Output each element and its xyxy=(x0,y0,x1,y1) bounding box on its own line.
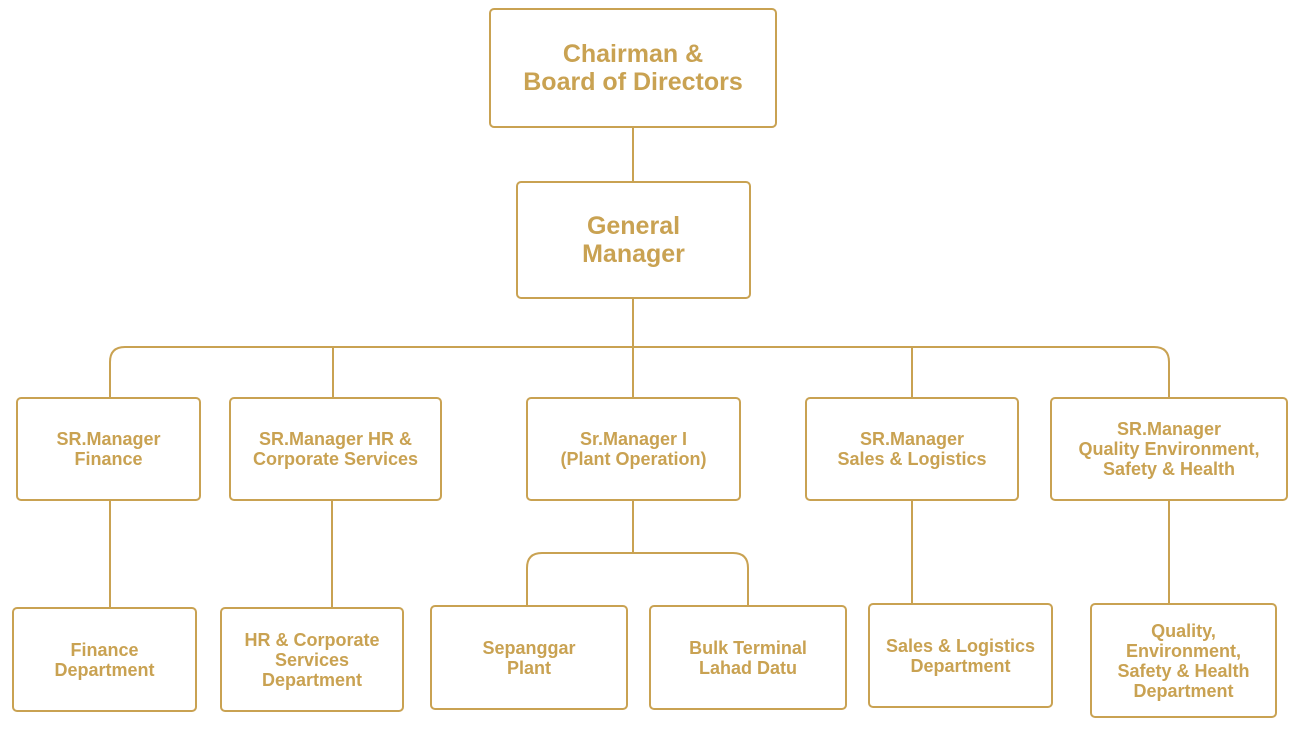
node-label-line: Manager xyxy=(582,240,685,268)
sr-manager-hr-label: SR.Manager HR &Corporate Services xyxy=(253,429,418,469)
node-label-line: (Plant Operation) xyxy=(560,449,707,469)
node-label-line: Sales & Logistics xyxy=(885,635,1036,656)
node-label-line: SR.Manager xyxy=(859,429,965,449)
connector-plant-split xyxy=(526,552,749,605)
sr-manager-plant-box: Sr.Manager I(Plant Operation) xyxy=(526,397,741,501)
node-label-line: Safety & Health xyxy=(1117,660,1250,681)
node-label-line: Department xyxy=(1133,680,1234,701)
node-label-line: SR.Manager HR & xyxy=(258,429,412,449)
chairman-board-box: Chairman &Board of Directors xyxy=(489,8,777,128)
node-label-line: Safety & Health xyxy=(1102,459,1236,479)
node-label-line: HR & Corporate xyxy=(244,629,380,650)
node-label-line: Quality Environment, xyxy=(1078,439,1260,459)
node-label-line: Chairman & xyxy=(562,40,704,68)
node-label-line: Plant xyxy=(506,657,551,678)
node-label-line: Department xyxy=(910,655,1011,676)
node-label-line: Quality, xyxy=(1151,620,1216,641)
node-label-line: Environment, xyxy=(1125,640,1241,661)
node-label-line: Corporate Services xyxy=(252,449,419,469)
node-label-line: Lahad Datu xyxy=(698,657,797,678)
node-label-line: Finance xyxy=(74,449,143,469)
node-label-line: Services xyxy=(274,649,350,670)
node-label-line: SR.Manager xyxy=(1116,419,1222,439)
node-label-line: Sr.Manager I xyxy=(579,429,688,449)
connector-manager-bus xyxy=(109,346,1170,397)
node-label-line: General xyxy=(586,212,681,240)
chairman-board-label: Chairman &Board of Directors xyxy=(523,40,742,96)
node-label-line: SR.Manager xyxy=(56,429,161,449)
node-label-line: Board of Directors xyxy=(523,68,743,96)
sr-manager-plant-label: Sr.Manager I(Plant Operation) xyxy=(560,429,706,469)
sr-manager-hr-box: SR.Manager HR &Corporate Services xyxy=(229,397,442,501)
node-label-line: Sepanggar xyxy=(482,637,576,658)
node-label-line: Bulk Terminal xyxy=(689,637,807,658)
node-label-line: Sales & Logistics xyxy=(837,449,987,469)
node-label-line: Department xyxy=(261,669,362,690)
node-label-line: Finance xyxy=(70,639,139,660)
node-label-line: Department xyxy=(54,659,155,680)
